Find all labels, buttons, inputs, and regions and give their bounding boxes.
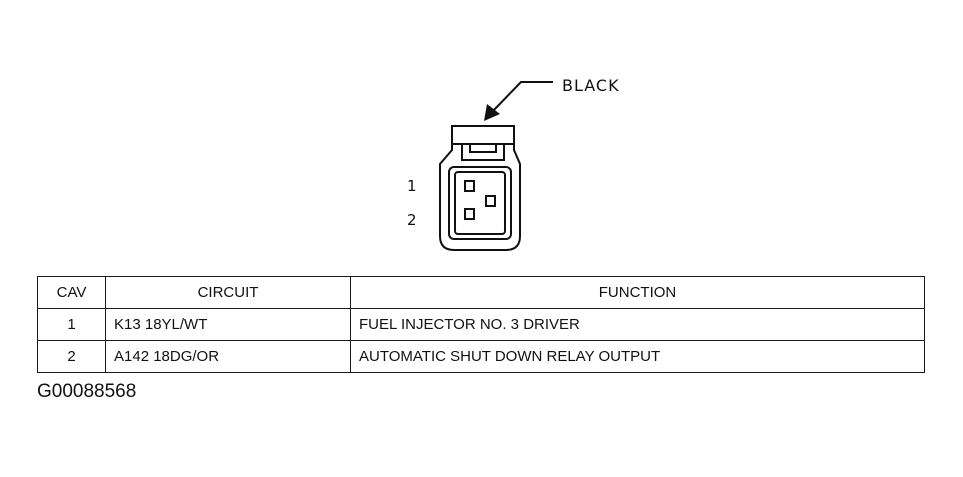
cell-function: AUTOMATIC SHUT DOWN RELAY OUTPUT — [350, 340, 925, 373]
cell-cav: 1 — [37, 308, 106, 341]
connector-color-label: BLACK — [562, 76, 620, 95]
table-row: 1 K13 18YL/WT FUEL INJECTOR NO. 3 DRIVER — [37, 308, 925, 341]
header-function: FUNCTION — [350, 276, 925, 309]
table-header-row: CAV CIRCUIT FUNCTION — [37, 276, 925, 309]
pinout-table: CAV CIRCUIT FUNCTION 1 K13 18YL/WT FUEL … — [37, 276, 925, 373]
connector-cavities — [464, 180, 496, 220]
cell-circuit: A142 18DG/OR — [105, 340, 351, 373]
pin-label-2: 2 — [407, 211, 417, 229]
cell-function: FUEL INJECTOR NO. 3 DRIVER — [350, 308, 925, 341]
header-cav: CAV — [37, 276, 106, 309]
cavity-2 — [464, 208, 475, 220]
figure-id: G00088568 — [37, 381, 137, 402]
header-circuit: CIRCUIT — [105, 276, 351, 309]
pin-label-1: 1 — [407, 177, 417, 195]
cell-circuit: K13 18YL/WT — [105, 308, 351, 341]
leader-arrow — [484, 81, 553, 121]
cell-cav: 2 — [37, 340, 106, 373]
table-row: 2 A142 18DG/OR AUTOMATIC SHUT DOWN RELAY… — [37, 340, 925, 373]
connector-body — [439, 125, 521, 251]
cavity-3 — [485, 195, 496, 207]
cavity-1 — [464, 180, 475, 192]
